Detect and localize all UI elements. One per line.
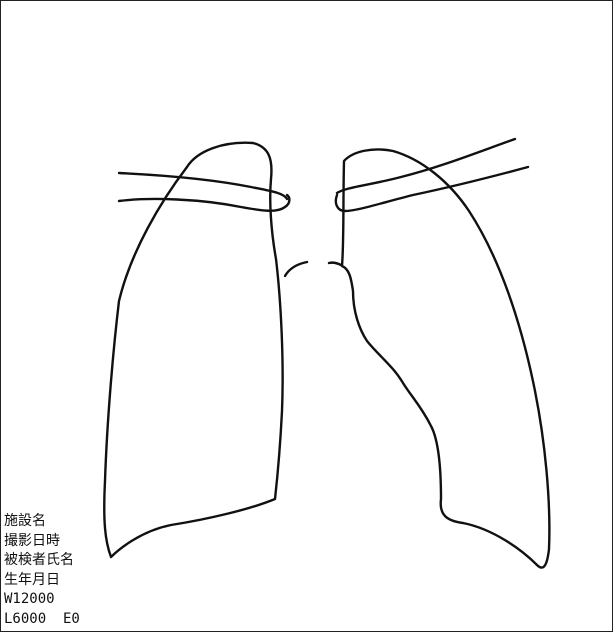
left-lung-outline [340, 148, 551, 569]
right-lung-outline [103, 141, 284, 559]
left-clavicle-lower [334, 165, 530, 213]
left-clavicle-upper [335, 137, 517, 195]
facility-label: 施設名 [4, 513, 46, 529]
left-hilum-line [327, 261, 343, 267]
right-clavicle-lower [117, 193, 291, 212]
right-hilum-line [283, 260, 309, 278]
window-value: W12000 [4, 591, 55, 607]
birth-date-label: 生年月日 [4, 571, 60, 588]
patient-info-block: 施設名 撮影日時 被検者氏名 生年月日 W12000 L6000 E0 [4, 512, 80, 629]
level-exposure-value: L6000 E0 [4, 610, 80, 627]
right-clavicle-upper [117, 171, 289, 201]
patient-name-label: 被検者氏名 [4, 552, 74, 568]
capture-datetime-label: 撮影日時 [4, 532, 60, 549]
